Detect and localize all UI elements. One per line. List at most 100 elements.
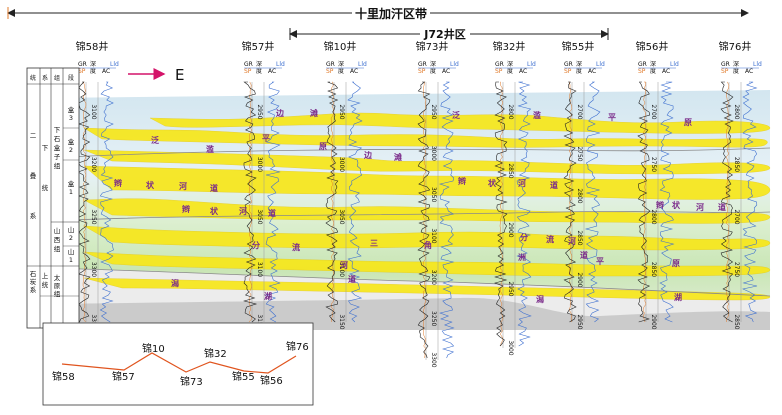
strat-member: 山 <box>68 247 75 256</box>
depth-label: 2750 <box>576 146 583 161</box>
facies-label-xi2: 潟 <box>535 294 544 304</box>
well-name: 锦32井 <box>493 40 526 53</box>
strat-header: 系 <box>42 74 48 82</box>
deg-label: 度 <box>430 67 436 75</box>
gr-label: GR <box>495 61 504 68</box>
facies-label-he: 河 <box>179 181 187 191</box>
sp-curve <box>82 81 87 323</box>
sp-curve <box>248 81 253 323</box>
depth-label: 3150 <box>256 314 263 329</box>
deep-label: 深 <box>430 60 436 68</box>
deg-label: 度 <box>576 67 582 75</box>
strat-formation: 原 <box>54 282 61 290</box>
strat-member: 2 <box>69 146 73 154</box>
gr-curve <box>417 81 431 359</box>
strat-formation: 太 <box>54 273 61 282</box>
strat-system: 系 <box>30 211 37 220</box>
strat-system: 二 <box>30 132 37 140</box>
strat-header: 段 <box>68 74 74 82</box>
depth-label: 3200 <box>90 157 97 172</box>
sand-body <box>83 277 771 301</box>
facies-label-he6: 河 <box>568 236 576 246</box>
deg-label: 度 <box>507 67 513 75</box>
sp-label: SP <box>564 68 572 75</box>
strat-formation: 组 <box>54 289 61 298</box>
strat-header: 组 <box>54 74 60 82</box>
sp-curve <box>422 81 427 359</box>
ac-label: AC <box>442 68 450 75</box>
depth-label: 2950 <box>256 104 263 119</box>
inset-trace-line <box>61 352 297 374</box>
strat-formation: 盒 <box>54 143 61 152</box>
facies-label-ping3: 平 <box>596 257 604 266</box>
facies-label-dao6: 道 <box>580 250 588 260</box>
deep-label: 深 <box>90 60 96 68</box>
direction-label: E <box>175 66 184 84</box>
facies-label-dao3: 道 <box>550 180 558 190</box>
depth-label: 2900 <box>650 314 657 329</box>
facies-label-xi: 潟 <box>170 278 179 288</box>
sand-body <box>149 112 771 134</box>
facies-label-zhuang4: 状 <box>672 200 681 210</box>
deep-label: 深 <box>507 60 513 68</box>
depth-label: 2700 <box>576 104 583 119</box>
strat-member: 盒 <box>68 105 75 114</box>
depth-label: 3150 <box>338 314 345 329</box>
strat-formation: 西 <box>54 236 61 244</box>
gr-curve <box>494 81 508 347</box>
facies-label-fan: 泛 <box>151 135 159 145</box>
well-name: 锦57井 <box>242 40 275 53</box>
depth-label: 2900 <box>507 222 514 237</box>
lld-label: Lld <box>110 61 119 68</box>
sp-curve <box>330 81 335 323</box>
gr-curve <box>563 81 577 323</box>
strat-column: 统系组段二叠系下统下石盒子组山西组石炭系上统太原组盒3盒2盒1山2山1 <box>26 67 80 329</box>
depth-label: 3100 <box>90 104 97 119</box>
facies-labels: 泛滥平原泛滥平原边滩边滩辫状河道辫状河道辫状河道辫状河道分流河道三角分流河道洲平… <box>114 108 726 304</box>
ac-curve <box>659 81 675 323</box>
depth-label: 2700 <box>650 104 657 119</box>
facies-label-ping: 平 <box>262 134 270 143</box>
lld-label: Lld <box>670 61 679 68</box>
deg-label: 度 <box>90 67 96 75</box>
gr-label: GR <box>721 61 730 68</box>
lld-label: Lld <box>596 61 605 68</box>
depth-label: 2950 <box>576 314 583 329</box>
lld-label: Lld <box>527 61 536 68</box>
gr-curve <box>325 81 339 323</box>
strat-system: 叠 <box>30 172 37 180</box>
strat-series: 上 <box>42 271 49 280</box>
deep-label: 深 <box>733 60 739 68</box>
ac-curve <box>265 81 281 323</box>
gr-curve <box>720 81 734 323</box>
deep-label: 深 <box>576 60 582 68</box>
inset-well-label: 锦55 <box>232 370 255 383</box>
ac-label: AC <box>588 68 596 75</box>
ac-label: AC <box>662 68 670 75</box>
sp-label: SP <box>244 68 252 75</box>
sp-label: SP <box>495 68 503 75</box>
facies-label-jiao: 角 <box>424 240 432 250</box>
depth-label: 2850 <box>733 314 740 329</box>
sand-body <box>83 251 771 277</box>
facies-label-san: 三 <box>370 239 378 248</box>
sp-label: SP <box>418 68 426 75</box>
lld-label: Lld <box>276 61 285 68</box>
strat-series: 下 <box>42 144 49 152</box>
depth-label: 3050 <box>430 187 437 202</box>
depth-label: 3000 <box>338 157 345 172</box>
facies-label-bian: 边 <box>275 108 285 118</box>
facies-label-zhuang2: 状 <box>210 206 219 216</box>
facies-label-hu: 湖 <box>264 291 272 301</box>
sand-body <box>83 165 771 200</box>
facies-label-dao2: 道 <box>268 208 276 218</box>
depth-label: 3100 <box>430 228 437 243</box>
inset-well-label: 锦76 <box>286 340 309 353</box>
